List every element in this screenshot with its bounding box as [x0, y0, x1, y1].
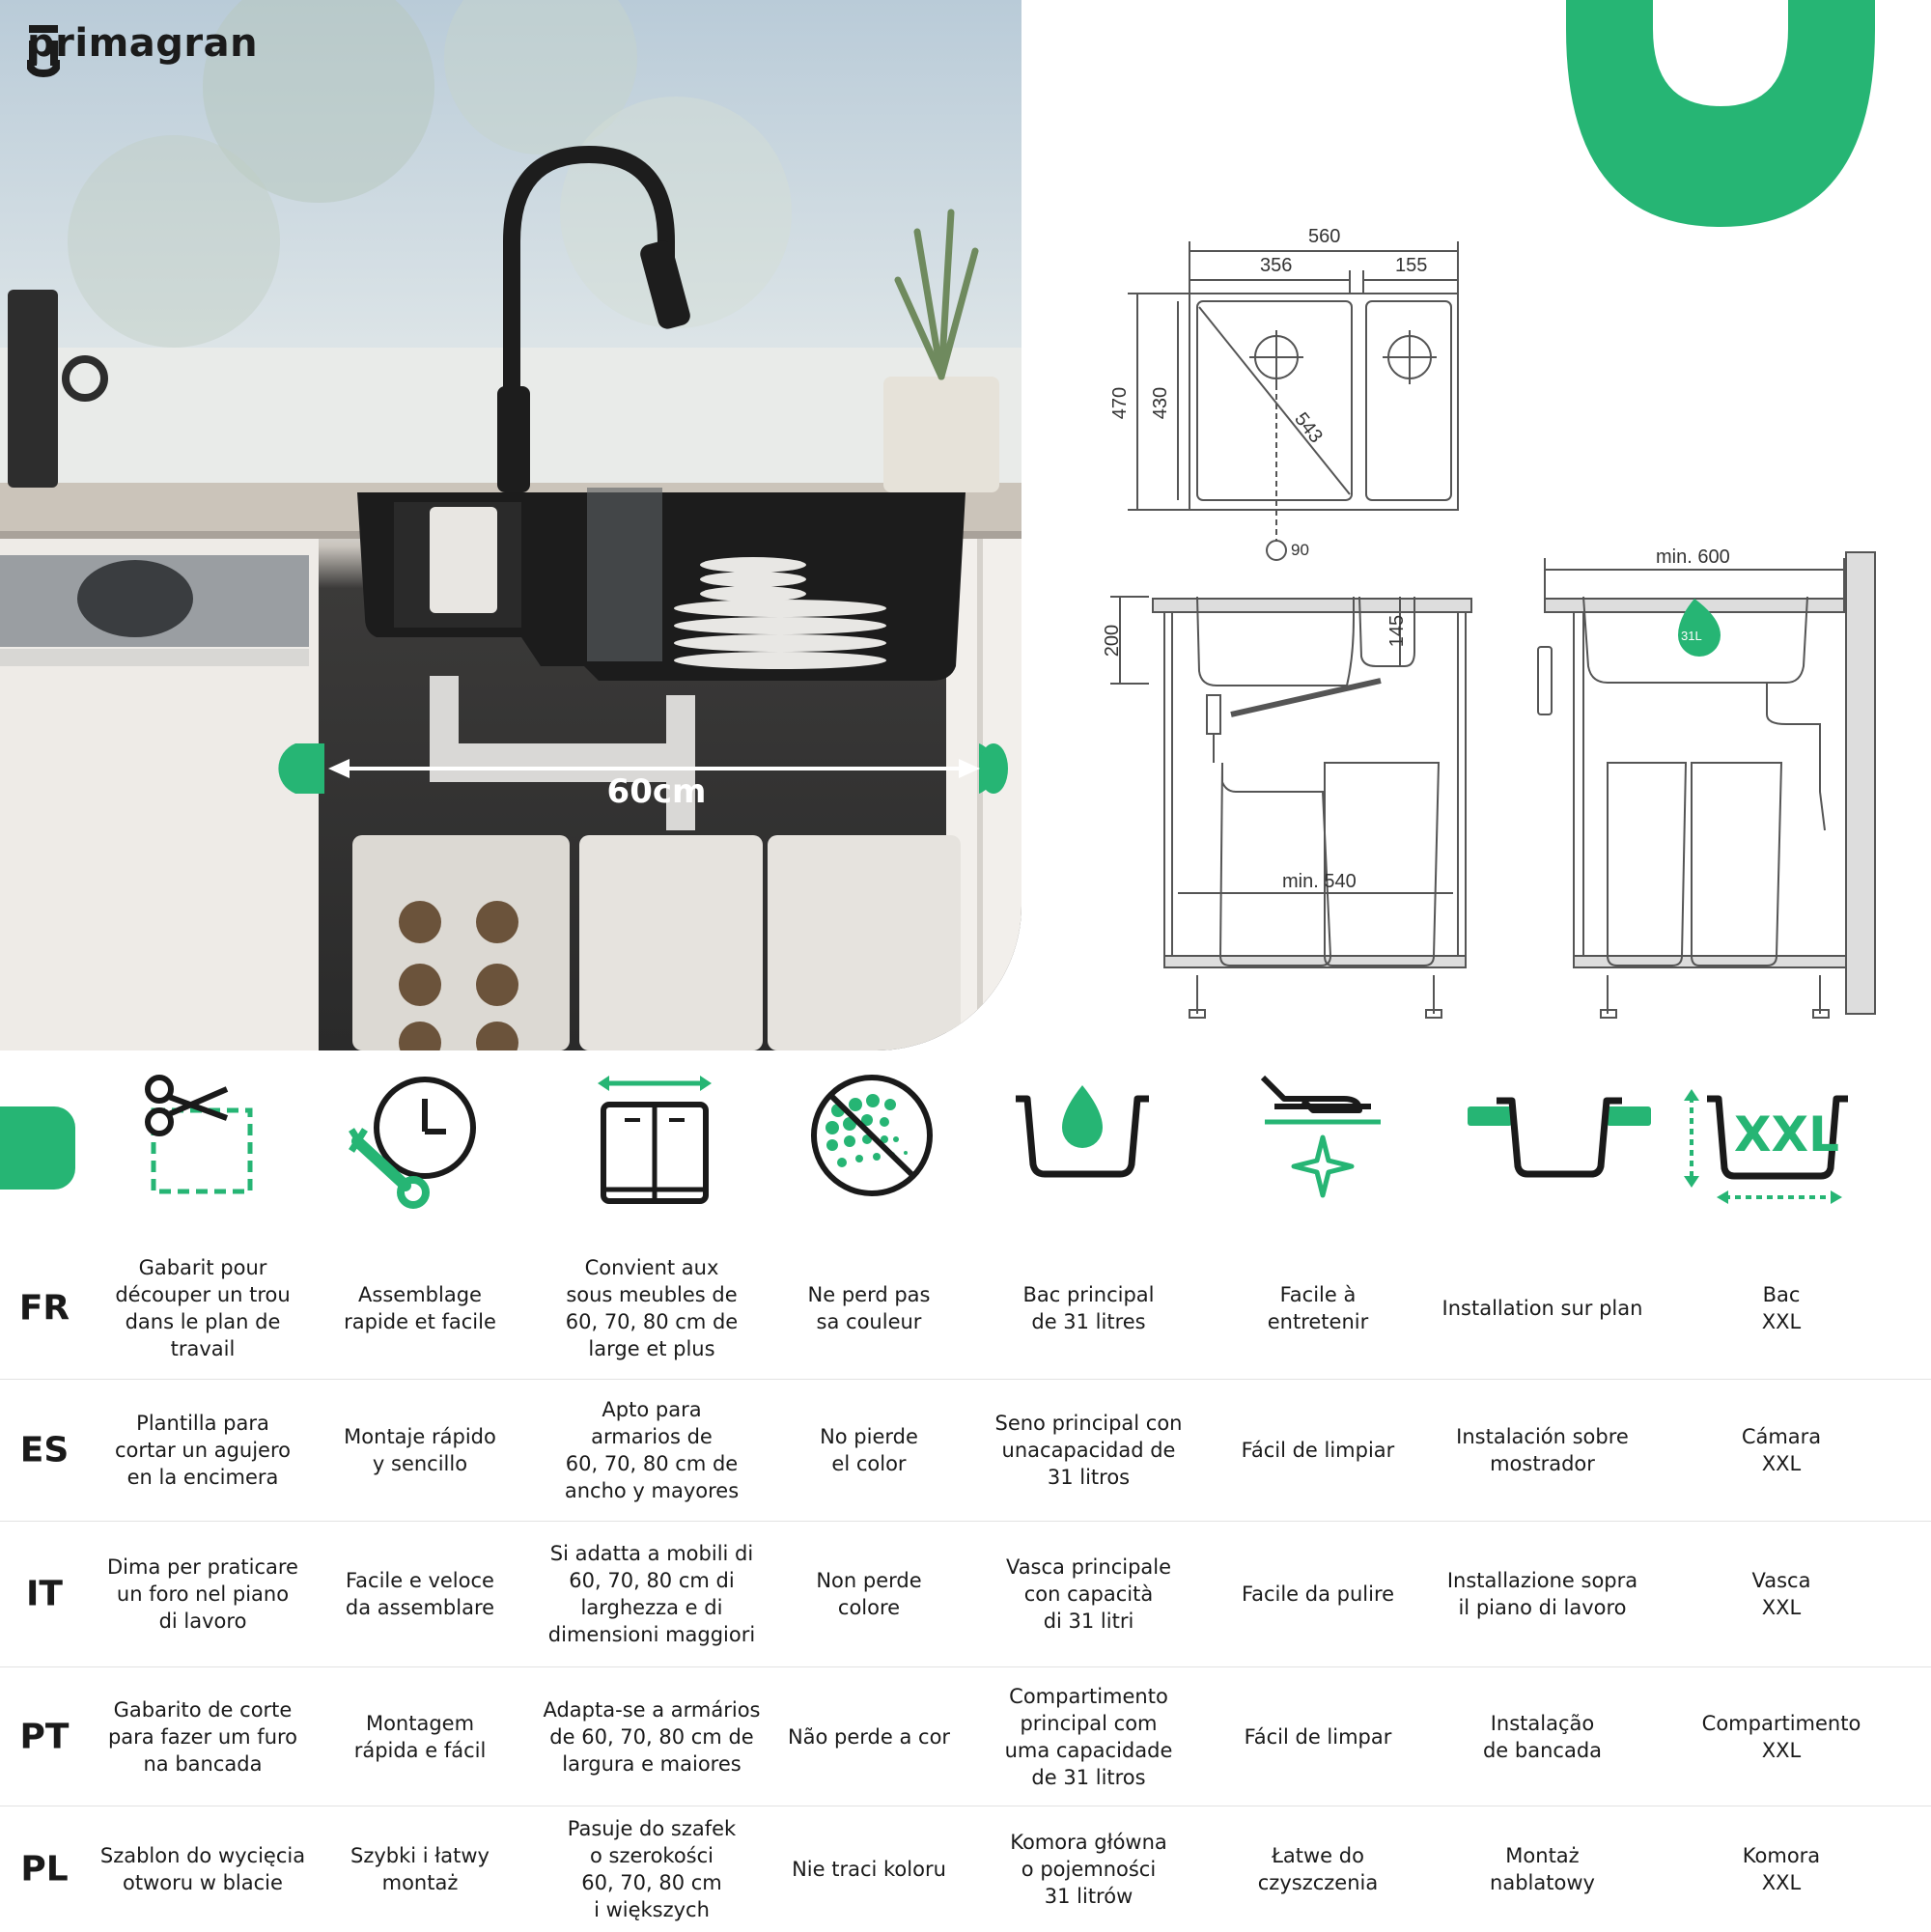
feature-icons-row: XXL: [0, 1072, 1931, 1217]
table-row: PL Szablon do wycięcia otworu w blacie S…: [0, 1806, 1931, 1932]
cell-xxl: Compartimento XXL: [1701, 1711, 1861, 1762]
dim-small-bowl-height: 145: [1386, 614, 1409, 648]
cell-installation: Installazione sopra il piano di lavoro: [1446, 1569, 1638, 1619]
language-code: IT: [26, 1574, 63, 1614]
cell-capacity: Compartimento principal com uma capacida…: [1004, 1684, 1173, 1789]
cell-capacity: Seno principal con unacapacidad de 31 li…: [994, 1412, 1183, 1489]
cell-installation: Instalación sobre mostrador: [1456, 1425, 1629, 1475]
language-code: FR: [18, 1288, 70, 1329]
dim-small-bowl-width: 155: [1395, 255, 1428, 276]
dim-bowl-height: 200: [1102, 624, 1124, 658]
cell-template: Dima per praticare un foro nel piano di …: [107, 1555, 298, 1633]
dim-main-bowl-width: 356: [1260, 255, 1293, 276]
kitchen-scene: [0, 0, 1021, 1050]
cabinet-width-label: 60cm: [606, 772, 707, 811]
decorative-green-tab: [0, 1106, 75, 1190]
brand-name: primagran: [27, 21, 259, 66]
easy-clean-icon: [1260, 1075, 1381, 1198]
scissors-template-icon: [145, 1075, 253, 1194]
cell-assembly: Facile e veloce da assemblare: [345, 1569, 495, 1619]
feature-translation-table: FR Gabarit pour découper un trou dans le…: [0, 1238, 1931, 1932]
cell-assembly: Montaje rápido y sencillo: [344, 1425, 496, 1475]
cell-color: Não perde a cor: [787, 1724, 951, 1749]
table-row: ES Plantilla para cortar un agujero en l…: [0, 1380, 1931, 1522]
product-photo: primagran 60cm: [0, 0, 1021, 1050]
dim-total-depth: 470: [1109, 386, 1132, 420]
cell-cabinet: Convient aux sous meubles de 60, 70, 80 …: [565, 1256, 739, 1360]
table-row: PT Gabarito de corte para fazer um furo …: [0, 1667, 1931, 1806]
no-color-loss-icon: [811, 1075, 933, 1196]
cell-template: Gabarito de corte para fazer um furo na …: [107, 1697, 298, 1776]
cell-cleaning: Fácil de limpar: [1244, 1724, 1392, 1749]
cell-cabinet: Apto para armarios de 60, 70, 80 cm de a…: [564, 1398, 740, 1502]
cell-assembly: Assemblage rapide et facile: [344, 1283, 496, 1333]
xxl-icon-text: XXL: [1734, 1106, 1839, 1162]
language-code: ES: [19, 1430, 70, 1470]
cell-cleaning: Facile à entretenir: [1267, 1283, 1369, 1333]
cell-cabinet: Adapta-se a armários de 60, 70, 80 cm de…: [543, 1697, 761, 1776]
cell-xxl: Bac XXL: [1761, 1283, 1802, 1333]
cell-installation: Montaż nablatowy: [1490, 1844, 1595, 1894]
table-row: IT Dima per praticare un foro nel piano …: [0, 1522, 1931, 1667]
cell-assembly: Szybki i łatwy montaż: [350, 1844, 490, 1894]
cell-capacity: Vasca principale con capacità di 31 litr…: [1005, 1555, 1172, 1633]
cell-cleaning: Fácil de limpiar: [1241, 1439, 1395, 1462]
brand-logo: primagran: [27, 21, 259, 78]
wrench-clock-icon: [349, 1077, 476, 1209]
sink-water-drop-icon: [1016, 1085, 1149, 1178]
cell-cleaning: Łatwe do czyszczenia: [1257, 1844, 1379, 1894]
cell-xxl: Cámara XXL: [1741, 1425, 1822, 1475]
cell-installation: Instalação de bancada: [1482, 1711, 1603, 1762]
cell-cabinet: Si adatta a mobili di 60, 70, 80 cm di l…: [547, 1542, 756, 1646]
dim-total-width: 560: [1308, 226, 1341, 247]
cell-cabinet: Pasuje do szafek o szerokości 60, 70, 80…: [567, 1817, 737, 1921]
cell-color: No pierde el color: [820, 1425, 918, 1475]
cell-assembly: Montagem rápida e fácil: [353, 1711, 487, 1762]
cell-template: Szablon do wycięcia otworu w blacie: [99, 1844, 306, 1894]
dim-bowl-depth: 430: [1150, 386, 1172, 420]
cell-template: Plantilla para cortar un agujero en la e…: [114, 1412, 292, 1489]
cell-cleaning: Facile da pulire: [1241, 1582, 1395, 1606]
cell-template: Gabarit pour découper un trou dans le pl…: [115, 1256, 291, 1360]
cell-xxl: Vasca XXL: [1751, 1569, 1811, 1619]
cell-color: Ne perd pas sa couleur: [807, 1283, 931, 1333]
table-row: FR Gabarit pour découper un trou dans le…: [0, 1238, 1931, 1380]
sink-dimension-drawing: [1110, 241, 1876, 1019]
xxl-bowl-icon: XXL: [1684, 1089, 1848, 1204]
capacity-badge: 31L: [1681, 629, 1702, 643]
cell-color: Non perde colore: [816, 1569, 922, 1619]
cabinet-width-icon: [598, 1076, 712, 1204]
language-code: PT: [19, 1717, 70, 1756]
dim-drain-diameter: 90: [1291, 541, 1309, 559]
cell-installation: Installation sur plan: [1441, 1297, 1643, 1320]
language-code: PL: [20, 1849, 69, 1890]
cell-capacity: Bac principal de 31 litres: [1022, 1283, 1155, 1333]
cell-capacity: Komora główna o pojemności 31 litrów: [1010, 1831, 1167, 1908]
cell-xxl: Komora XXL: [1742, 1844, 1821, 1894]
decorative-u-shape: [1566, 0, 1875, 227]
dim-min-cabinet-width: min. 540: [1282, 871, 1357, 892]
technical-drawing: 560 356 155 470 430 543 90 min. 600 200 …: [1091, 212, 1921, 1043]
primagran-logo-icon: [27, 25, 60, 78]
dim-min-cabinet-depth: min. 600: [1656, 546, 1730, 568]
top-mount-icon: [1468, 1097, 1651, 1178]
cell-color: Nie traci koloru: [792, 1858, 946, 1881]
